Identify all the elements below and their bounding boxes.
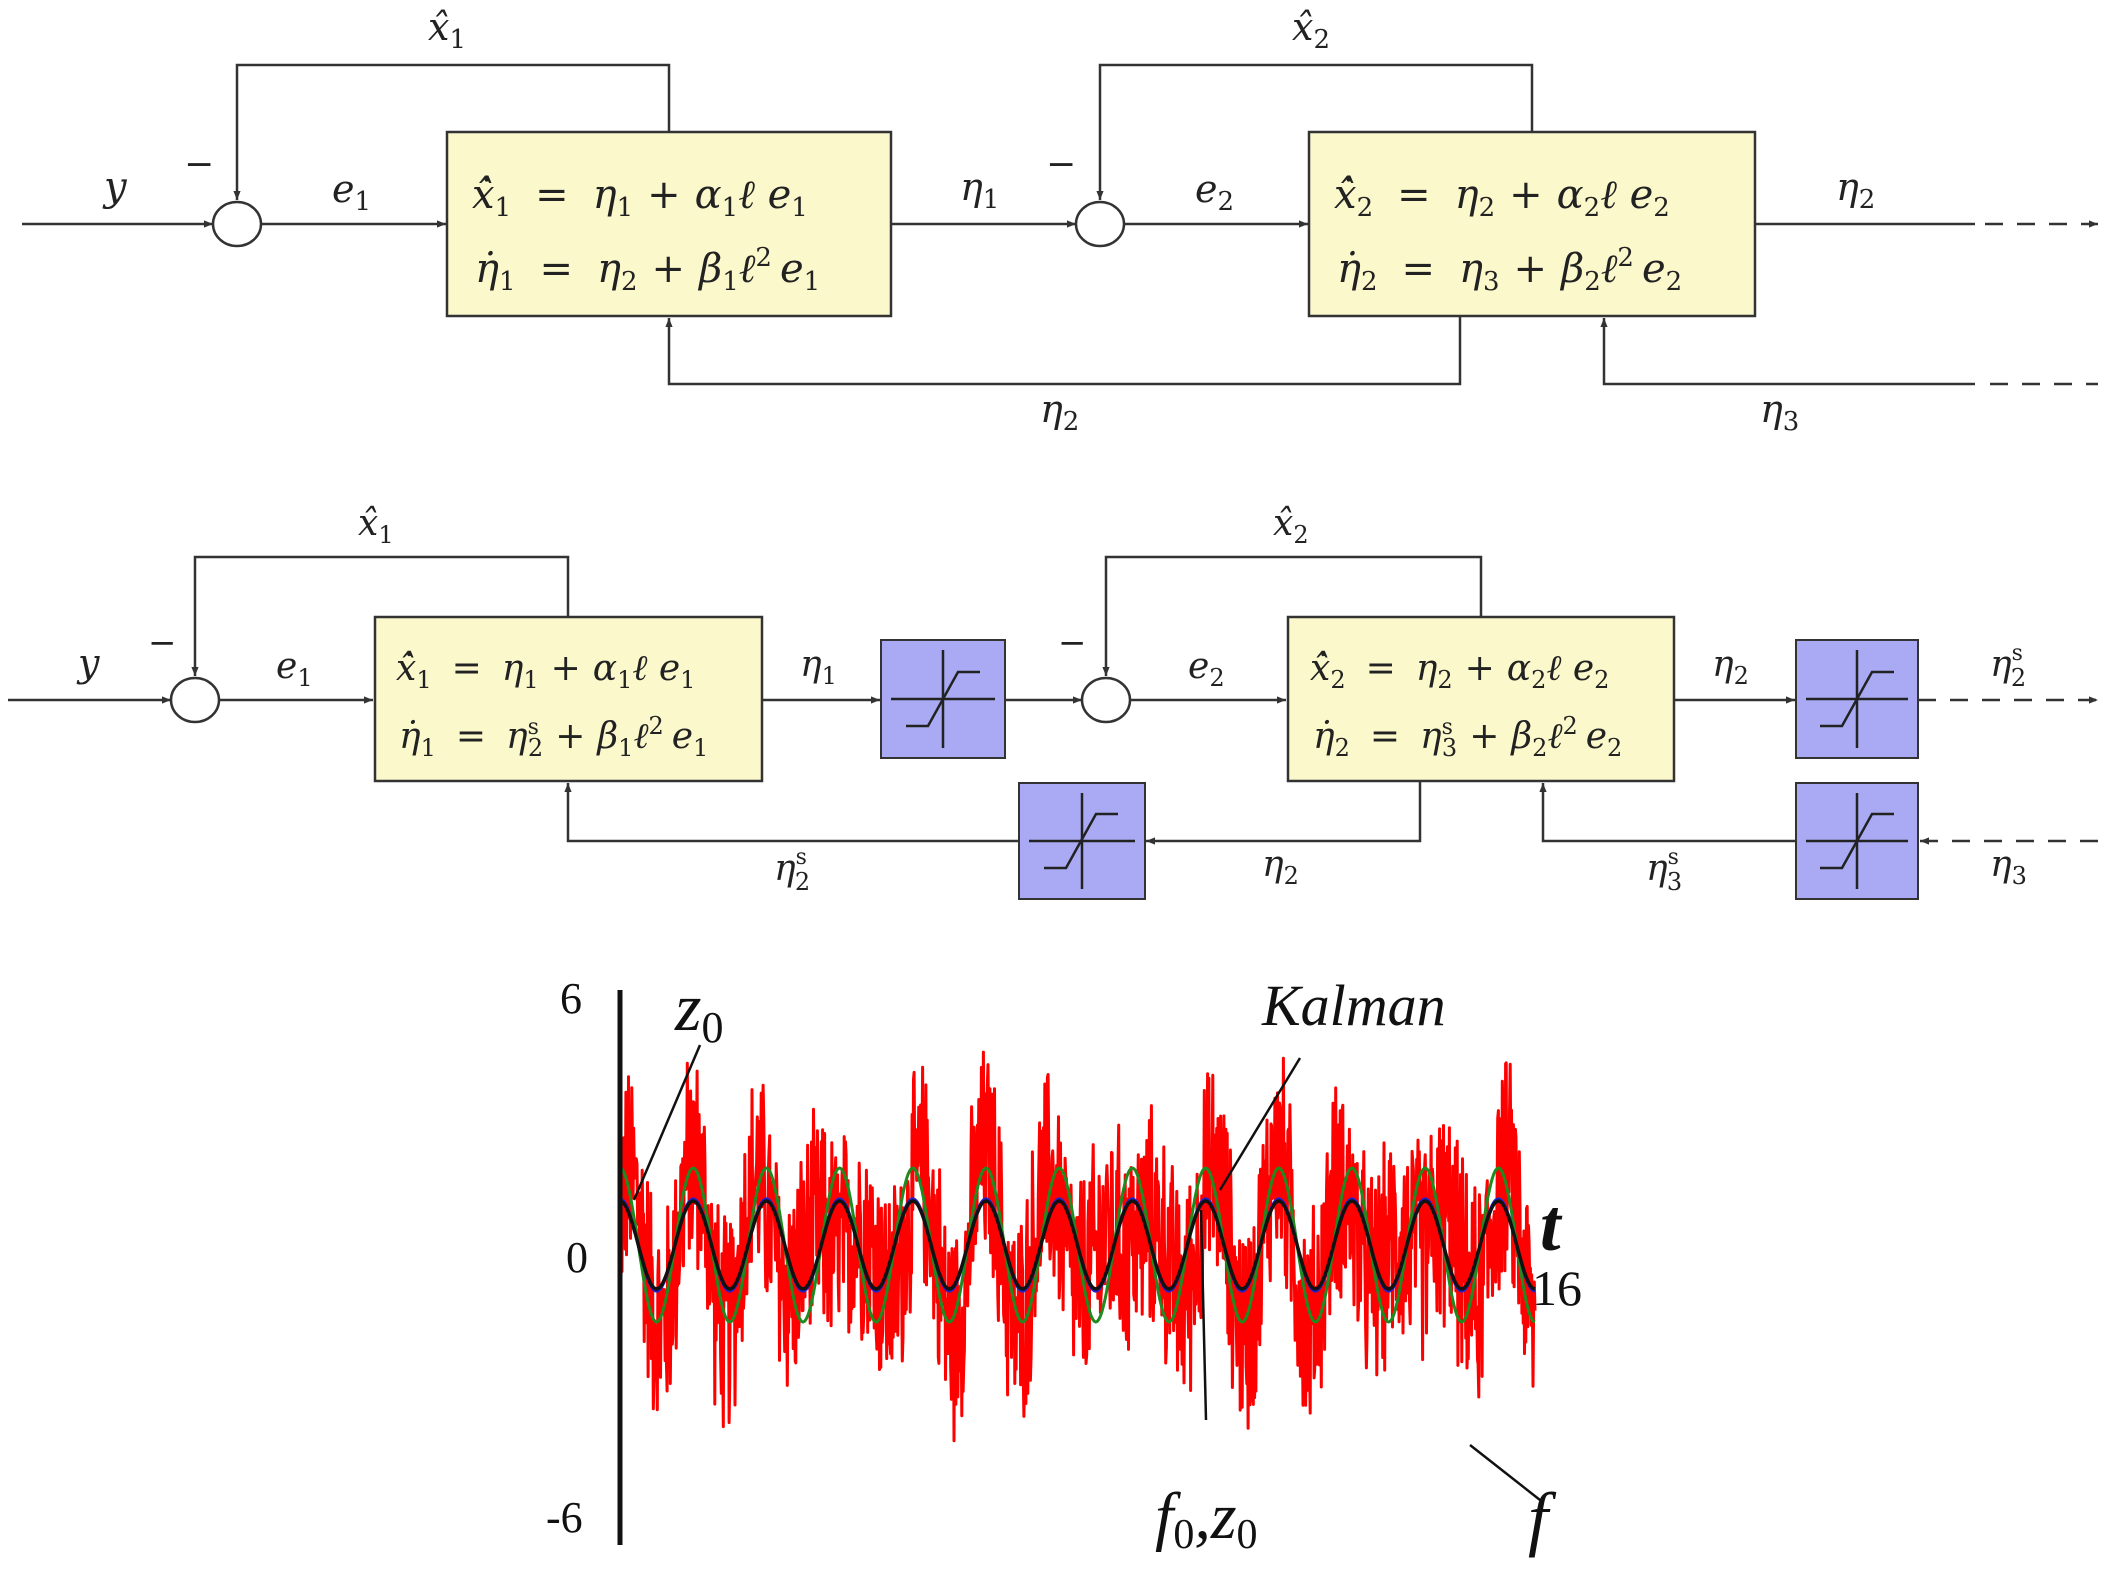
observer-block-1 [373, 615, 764, 783]
summing-junction-1 [211, 200, 263, 248]
series-f0 [619, 1199, 1536, 1291]
label-eta3-in: η3 [1990, 844, 2027, 890]
saturation-icon [1806, 650, 1908, 748]
label-y: y [102, 164, 128, 210]
saturation-icon [1806, 793, 1908, 889]
feedback-xhat2 [1096, 63, 1534, 200]
saturation-icon [891, 650, 995, 748]
saturation-block-4 [1795, 782, 1919, 900]
y-tick-zero: 0 [566, 1233, 588, 1282]
annotation-f: f [1528, 1478, 1557, 1558]
signal-plot: 6 0 -6 t 16 z0 Kalman f0,z0 f [546, 969, 1582, 1558]
block1-row1: ẋ̂1=η1+α1ℓ e1 [472, 172, 808, 223]
leader-f0-z0 [1199, 1209, 1208, 1421]
leader-z0 [632, 1044, 702, 1201]
annotation-f0-z0: f0,z0 [1155, 1480, 1258, 1558]
label-minus-2: − [1058, 623, 1087, 663]
saturation-block-3 [1018, 782, 1146, 900]
label-e2: e2 [1188, 646, 1225, 692]
feedback-xhat1 [191, 555, 570, 676]
feedback-xhat1 [233, 63, 671, 200]
leader-kalman [1218, 1057, 1302, 1191]
summing-junction-2 [1080, 676, 1132, 724]
label-xhat2: x̂2 [1273, 503, 1309, 549]
y-tick-max: 6 [560, 974, 582, 1023]
label-eta1-out: η1 [960, 165, 999, 215]
observer-block-2 [1307, 130, 1757, 318]
observer-block-1 [445, 130, 893, 318]
label-eta2-feedback: η2 [1262, 844, 1299, 890]
annotation-z0: z0 [674, 969, 723, 1052]
label-e1: e1 [332, 167, 371, 217]
label-eta3-in: η3 [1760, 387, 1799, 437]
block1-row1: ẋ̂1=η1+α1ℓ e1 [396, 648, 695, 694]
label-y: y [76, 641, 100, 685]
label-xhat2: x̂2 [1292, 5, 1330, 55]
label-minus-2: − [1046, 144, 1076, 185]
feedback-xhat2 [1102, 555, 1483, 676]
label-xhat1: x̂1 [428, 5, 466, 55]
label-minus-1: − [148, 623, 177, 663]
plot-series-group [618, 1050, 1537, 1443]
summing-junction-2 [1074, 200, 1126, 248]
wire-eta3-in [1600, 318, 1975, 386]
leader-f [1469, 1444, 1541, 1501]
x-end-label: 16 [1532, 1260, 1582, 1316]
x-axis-label-t: t [1540, 1185, 1563, 1267]
label-eta2-out: η2 [1712, 644, 1749, 690]
feedback-eta2s [564, 783, 1018, 843]
observer-block-2 [1286, 615, 1676, 783]
label-e1: e1 [276, 646, 313, 692]
annotation-kalman: Kalman [1261, 973, 1446, 1038]
label-eta1-out: η1 [800, 644, 837, 690]
label-e2: e2 [1195, 167, 1234, 217]
label-minus-1: − [184, 144, 214, 185]
block2-row1: ẋ̂2=η2+α2ℓ e2 [1334, 172, 1670, 223]
y-tick-min: -6 [546, 1493, 583, 1542]
saturation-block-2 [1795, 639, 1919, 759]
series-f [618, 1050, 1537, 1443]
diagram-1: y − − e1 e2 x̂1 x̂2 η1 η2 η2 η3 ẋ̂1=η1+α… [22, 5, 2098, 437]
saturation-icon [1029, 793, 1135, 889]
label-eta2-feedback: η2 [1040, 387, 1079, 437]
block2-row1: ẋ̂2=η2+α2ℓ e2 [1310, 648, 1609, 694]
label-xhat1: x̂1 [358, 503, 394, 549]
label-eta2-out: η2 [1836, 165, 1875, 215]
wire-eta3s [1539, 783, 1795, 843]
feedback-eta2 [1146, 781, 1422, 845]
saturation-block-1 [880, 639, 1006, 759]
feedback-eta2 [665, 316, 1462, 386]
summing-junction-1 [169, 676, 221, 724]
